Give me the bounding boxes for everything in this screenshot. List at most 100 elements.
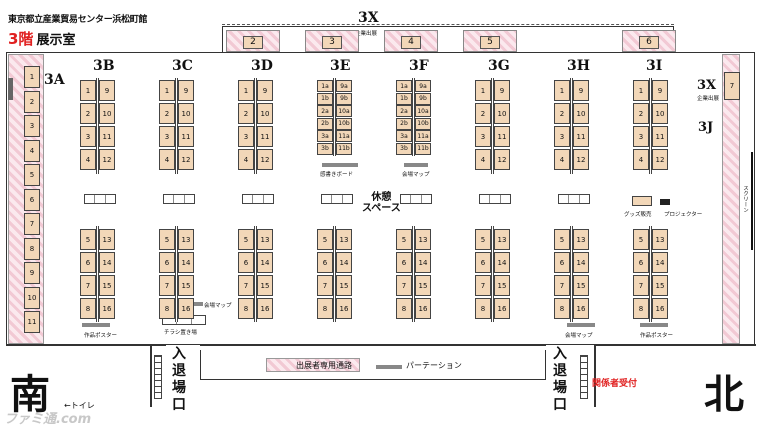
booth-3e-10a[interactable]: 10a bbox=[336, 105, 352, 117]
booth-3h-4[interactable]: 4 bbox=[554, 149, 570, 170]
booth-3e-13[interactable]: 13 bbox=[336, 229, 352, 250]
booth-3a-4[interactable]: 4 bbox=[24, 139, 40, 162]
booth-3f-1a[interactable]: 1a bbox=[396, 80, 412, 92]
booth-3c-12[interactable]: 12 bbox=[178, 149, 194, 170]
booth-3h-2[interactable]: 2 bbox=[554, 103, 570, 124]
booth-3f-3b[interactable]: 3b bbox=[396, 142, 412, 155]
booth-3d-1[interactable]: 1 bbox=[238, 80, 254, 101]
booth-3h-8[interactable]: 8 bbox=[554, 298, 570, 319]
booth-3e-9a[interactable]: 9a bbox=[336, 80, 352, 92]
booth-3f-9a[interactable]: 9a bbox=[415, 80, 431, 92]
booth-3a-2[interactable]: 2 bbox=[24, 90, 40, 113]
booth-3c-10[interactable]: 10 bbox=[178, 103, 194, 124]
booth-3f-10b[interactable]: 10b bbox=[415, 117, 431, 130]
booth-3d-2[interactable]: 2 bbox=[238, 103, 254, 124]
booth-3h-10[interactable]: 10 bbox=[573, 103, 589, 124]
booth-3d-11[interactable]: 11 bbox=[257, 126, 273, 147]
booth-3f-2a[interactable]: 2a bbox=[396, 105, 412, 117]
booth-3e-14[interactable]: 14 bbox=[336, 252, 352, 273]
booth-3c-9[interactable]: 9 bbox=[178, 80, 194, 101]
booth-3i-3[interactable]: 3 bbox=[633, 126, 649, 147]
booth-3b-7[interactable]: 7 bbox=[80, 275, 96, 296]
booth-3g-4[interactable]: 4 bbox=[475, 149, 491, 170]
booth-3c-3[interactable]: 3 bbox=[159, 126, 175, 147]
booth-3b-10[interactable]: 10 bbox=[99, 103, 115, 124]
booth-3g-2[interactable]: 2 bbox=[475, 103, 491, 124]
booth-3e-5[interactable]: 5 bbox=[317, 229, 333, 250]
booth-3i-16[interactable]: 16 bbox=[652, 298, 668, 319]
booth-3h-15[interactable]: 15 bbox=[573, 275, 589, 296]
booth-3e-1a[interactable]: 1a bbox=[317, 80, 333, 92]
booth-3b-14[interactable]: 14 bbox=[99, 252, 115, 273]
booth-3f-15[interactable]: 15 bbox=[415, 275, 431, 296]
booth-3e-15[interactable]: 15 bbox=[336, 275, 352, 296]
booth-3b-15[interactable]: 15 bbox=[99, 275, 115, 296]
booth-3g-15[interactable]: 15 bbox=[494, 275, 510, 296]
booth-3b-4[interactable]: 4 bbox=[80, 149, 96, 170]
booth-3h-11[interactable]: 11 bbox=[573, 126, 589, 147]
booth-3h-14[interactable]: 14 bbox=[573, 252, 589, 273]
booth-3d-14[interactable]: 14 bbox=[257, 252, 273, 273]
booth-3c-13[interactable]: 13 bbox=[178, 229, 194, 250]
booth-3a-8[interactable]: 8 bbox=[24, 237, 40, 260]
booth-3i-13[interactable]: 13 bbox=[652, 229, 668, 250]
booth-3g-1[interactable]: 1 bbox=[475, 80, 491, 101]
booth-3c-2[interactable]: 2 bbox=[159, 103, 175, 124]
booth-3i-8[interactable]: 8 bbox=[633, 298, 649, 319]
booth-3d-7[interactable]: 7 bbox=[238, 275, 254, 296]
booth-3i-4[interactable]: 4 bbox=[633, 149, 649, 170]
booth-3d-10[interactable]: 10 bbox=[257, 103, 273, 124]
booth-3g-9[interactable]: 9 bbox=[494, 80, 510, 101]
booth-3g-12[interactable]: 12 bbox=[494, 149, 510, 170]
booth-3f-11b[interactable]: 11b bbox=[415, 142, 431, 155]
booth-3h-9[interactable]: 9 bbox=[573, 80, 589, 101]
booth-3b-12[interactable]: 12 bbox=[99, 149, 115, 170]
booth-3f-1b[interactable]: 1b bbox=[396, 92, 412, 105]
entry-door-left[interactable] bbox=[154, 355, 162, 399]
booth-3e-8[interactable]: 8 bbox=[317, 298, 333, 319]
booth-3a-1[interactable]: 1 bbox=[24, 66, 40, 88]
booth-3e-10b[interactable]: 10b bbox=[336, 117, 352, 130]
booth-3h-7[interactable]: 7 bbox=[554, 275, 570, 296]
booth-3c-8[interactable]: 8 bbox=[159, 298, 175, 319]
booth-3d-12[interactable]: 12 bbox=[257, 149, 273, 170]
booth-3h-16[interactable]: 16 bbox=[573, 298, 589, 319]
booth-3i-2[interactable]: 2 bbox=[633, 103, 649, 124]
booth-3a-5[interactable]: 5 bbox=[24, 164, 40, 186]
booth-3h-3[interactable]: 3 bbox=[554, 126, 570, 147]
booth-3i-14[interactable]: 14 bbox=[652, 252, 668, 273]
booth-3c-7[interactable]: 7 bbox=[159, 275, 175, 296]
booth-3h-5[interactable]: 5 bbox=[554, 229, 570, 250]
booth-3i-10[interactable]: 10 bbox=[652, 103, 668, 124]
booth-3b-11[interactable]: 11 bbox=[99, 126, 115, 147]
booth-3a-9[interactable]: 9 bbox=[24, 262, 40, 284]
booth-3b-1[interactable]: 1 bbox=[80, 80, 96, 101]
booth-3d-15[interactable]: 15 bbox=[257, 275, 273, 296]
booth-3e-1b[interactable]: 1b bbox=[317, 92, 333, 105]
booth-3d-8[interactable]: 8 bbox=[238, 298, 254, 319]
booth-3b-8[interactable]: 8 bbox=[80, 298, 96, 319]
booth-3b-5[interactable]: 5 bbox=[80, 229, 96, 250]
booth-3c-6[interactable]: 6 bbox=[159, 252, 175, 273]
booth-3f-6[interactable]: 6 bbox=[396, 252, 412, 273]
booth-3e-11b[interactable]: 11b bbox=[336, 142, 352, 155]
booth-3g-3[interactable]: 3 bbox=[475, 126, 491, 147]
booth-3g-13[interactable]: 13 bbox=[494, 229, 510, 250]
booth-3f-13[interactable]: 13 bbox=[415, 229, 431, 250]
booth-3a-3[interactable]: 3 bbox=[24, 115, 40, 137]
booth-3i-11[interactable]: 11 bbox=[652, 126, 668, 147]
booth-3a-10[interactable]: 10 bbox=[24, 286, 40, 309]
booth-3b-3[interactable]: 3 bbox=[80, 126, 96, 147]
booth-3e-6[interactable]: 6 bbox=[317, 252, 333, 273]
entry-door-right[interactable] bbox=[580, 355, 588, 399]
booth-3f-5[interactable]: 5 bbox=[396, 229, 412, 250]
booth-3e-7[interactable]: 7 bbox=[317, 275, 333, 296]
booth-3a-6[interactable]: 6 bbox=[24, 188, 40, 211]
booth-3c-1[interactable]: 1 bbox=[159, 80, 175, 101]
booth-3g-16[interactable]: 16 bbox=[494, 298, 510, 319]
booth-3e-3b[interactable]: 3b bbox=[317, 142, 333, 155]
booth-3f-2b[interactable]: 2b bbox=[396, 117, 412, 130]
booth-3e-3a[interactable]: 3a bbox=[317, 130, 333, 142]
booth-3g-6[interactable]: 6 bbox=[475, 252, 491, 273]
booth-3i-5[interactable]: 5 bbox=[633, 229, 649, 250]
